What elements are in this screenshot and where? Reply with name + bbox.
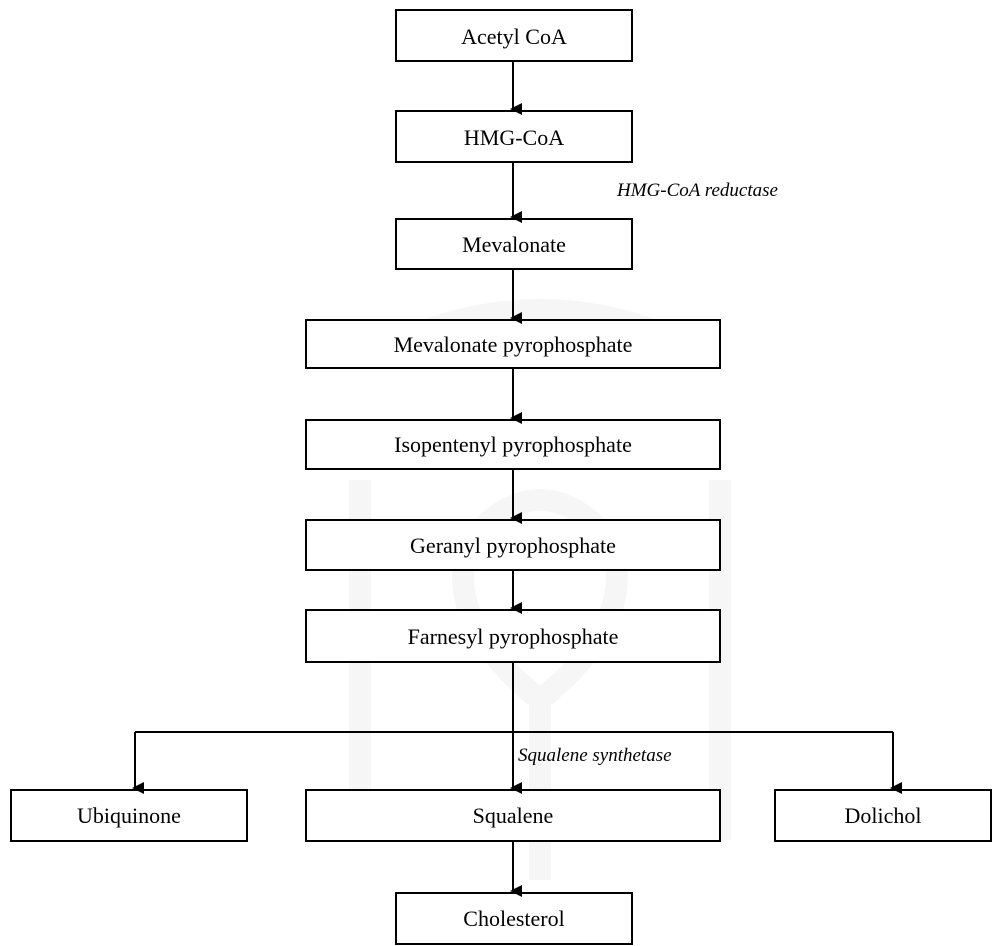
node-label-geranyl-pyrophosphate: Geranyl pyrophosphate [410,533,616,558]
node-box-ubiquinone [10,789,248,842]
node-label-dolichol: Dolichol [845,803,922,828]
node-label-ubiquinone: Ubiquinone [77,803,181,828]
node-box-acetyl-coa [395,9,633,62]
enzyme-label-hmg-coa-reductase: HMG-CoA reductase [616,180,778,201]
node-label-isopentenyl-pyrophosphate: Isopentenyl pyrophosphate [394,432,632,457]
node-box-farnesyl-pyrophosphate [305,609,721,663]
node-label-acetyl-coa: Acetyl CoA [461,24,567,49]
node-box-squalene [305,789,721,842]
node-label-squalene: Squalene [473,803,554,828]
enzyme-label-squalene-synthetase: Squalene synthetase [518,745,672,766]
node-label-farnesyl-pyrophosphate: Farnesyl pyrophosphate [408,624,619,649]
node-label-hmg-coa: HMG-CoA [464,125,564,150]
node-label-mevalonate-pyrophosphate: Mevalonate pyrophosphate [394,332,633,357]
node-box-dolichol [774,789,992,842]
node-label-mevalonate: Mevalonate [462,232,566,257]
node-label-cholesterol: Cholesterol [463,906,564,931]
